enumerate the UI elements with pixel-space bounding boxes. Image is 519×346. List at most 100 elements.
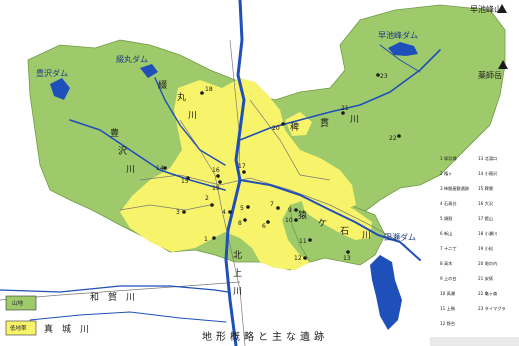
site-marker: 5 xyxy=(240,205,250,212)
svg-text:6: 6 xyxy=(262,223,266,230)
river-char: ケ xyxy=(318,218,327,229)
site-legend-item: 1 塚羽場 xyxy=(440,155,457,162)
svg-text:21: 21 xyxy=(341,105,349,112)
site-marker: 6 xyxy=(262,220,270,230)
svg-text:19: 19 xyxy=(212,185,220,192)
key-mountain-swatch xyxy=(5,295,37,311)
svg-text:17: 17 xyxy=(238,163,246,170)
dam-labels: 早池峰ダム 綴丸ダム 豊沢ダム 田瀬ダム xyxy=(36,30,418,242)
site-legend-item: 23 タイマグラ xyxy=(478,305,506,312)
site-legend-item: 6 新山 xyxy=(440,230,452,237)
site-marker: 4 xyxy=(222,209,232,216)
site-legend-item: 11 上駒 xyxy=(440,305,455,312)
river-char: 稗 xyxy=(290,121,299,133)
site-legend-item: 14 小猿沢 xyxy=(478,170,498,177)
site-legend-item: 20 堀の内 xyxy=(478,260,497,267)
map-key: 山地 低地帯 xyxy=(5,295,37,336)
river-char: 賀 xyxy=(108,291,117,303)
label-tase-dam: 田瀬ダム xyxy=(384,232,416,242)
site-legend-item: 19 小松 xyxy=(478,245,493,252)
svg-text:15: 15 xyxy=(181,178,189,185)
label-tsuzuramaru-dam: 綴丸ダム xyxy=(116,54,148,64)
tsuzura-river xyxy=(154,77,226,166)
site-legend-item: 21 安俵 xyxy=(478,275,494,282)
site-marker: 20 xyxy=(272,122,285,132)
river-char: 川 xyxy=(126,293,135,303)
river-char: 石 xyxy=(340,227,349,237)
hayachine-dam xyxy=(388,42,418,56)
waga-river xyxy=(0,285,229,293)
site-legend-item: 18 小瀬川 xyxy=(478,230,497,237)
site-legend-item: 16 大沢 xyxy=(478,200,494,207)
river-char: 川 xyxy=(233,287,242,297)
river-char: 川 xyxy=(188,111,197,121)
svg-text:14: 14 xyxy=(156,165,164,172)
site-marker: 11 xyxy=(299,238,312,245)
site-legend-item: 8 高木 xyxy=(440,260,453,267)
river-labels: 綴 丸 川 豊 沢 川 稗 貫 川 猿 ケ 石 川 北 上 川 和 賀 川 真 … xyxy=(44,79,371,335)
footer-band xyxy=(430,337,519,346)
river-char: 豊 xyxy=(110,127,119,139)
svg-text:7: 7 xyxy=(270,201,274,208)
river-char: 川 xyxy=(126,165,135,175)
tsuzuramaru-dam xyxy=(140,64,158,78)
site-marker: 12 xyxy=(294,255,307,262)
svg-text:5: 5 xyxy=(240,205,244,212)
tase-dam xyxy=(370,255,402,330)
svg-text:16: 16 xyxy=(212,167,220,174)
svg-text:23: 23 xyxy=(380,73,388,80)
site-legend-item: 12 野台 xyxy=(440,320,455,327)
site-marker: 2 xyxy=(205,195,214,207)
site-legend-item: 3 柿間屋敷遺跡 xyxy=(440,185,470,192)
river-char: 川 xyxy=(80,325,89,335)
hayachine-peak-marker xyxy=(497,4,507,13)
peak-label-hayachine: 早池峰山 xyxy=(470,4,502,14)
site-marker: 3 xyxy=(176,209,186,216)
svg-text:20: 20 xyxy=(272,125,280,132)
river-char: 丸 xyxy=(177,91,186,103)
site-legend-item: 5 鍋割 xyxy=(440,215,452,222)
river-char: 猿 xyxy=(298,209,307,221)
svg-text:1: 1 xyxy=(204,236,208,243)
dams xyxy=(50,42,418,330)
site-marker: 15 xyxy=(181,176,190,185)
site-marker: 1 xyxy=(204,236,216,243)
site-markers: 1 2 3 4 5 6 7 8 9 10 11 12 13 14 15 16 1… xyxy=(156,73,401,262)
site-marker: 10 xyxy=(285,217,298,224)
site-legend-item: 17 館山 xyxy=(478,215,493,222)
toyosawa-dam xyxy=(50,78,70,100)
site-marker: 22 xyxy=(389,134,401,142)
label-toyosawa-dam: 豊沢ダム xyxy=(36,68,68,78)
site-marker: 13 xyxy=(343,250,351,262)
key-mountain-label: 山地 xyxy=(12,299,24,307)
river-char: 貫 xyxy=(320,118,329,129)
site-marker: 18 xyxy=(200,86,213,95)
river-char: 綴 xyxy=(158,79,167,91)
svg-text:22: 22 xyxy=(389,135,397,142)
site-legend-item: 9 上の台 xyxy=(440,275,457,282)
river-char: 北 xyxy=(233,250,242,261)
river-char: 川 xyxy=(350,115,359,125)
site-marker: 19 xyxy=(212,180,222,192)
site-marker: 21 xyxy=(341,105,349,115)
site-legend-item: 15 稗貫 xyxy=(478,185,493,192)
svg-text:4: 4 xyxy=(222,209,226,216)
site-marker: 7 xyxy=(270,201,280,210)
site-legend-item: 22 亀ヶ森 xyxy=(478,290,498,297)
key-lowland-swatch xyxy=(5,320,37,336)
site-marker: 17 xyxy=(238,163,246,174)
key-lowland-label: 低地帯 xyxy=(10,324,27,332)
toyosawa-river xyxy=(69,119,226,191)
site-marker: 14 xyxy=(156,165,167,172)
river-char: 川 xyxy=(362,231,371,241)
sarugaishi-river xyxy=(239,179,421,261)
peaks: 早池峰山 薬師岳 xyxy=(470,4,508,80)
river-char: 上 xyxy=(233,268,242,279)
site-marker: 9 xyxy=(288,207,298,214)
svg-text:9: 9 xyxy=(288,207,292,214)
river-char: 真 xyxy=(44,323,53,335)
site-marker: 23 xyxy=(376,73,388,80)
site-legend-item: 2 権ヶ xyxy=(440,170,452,177)
